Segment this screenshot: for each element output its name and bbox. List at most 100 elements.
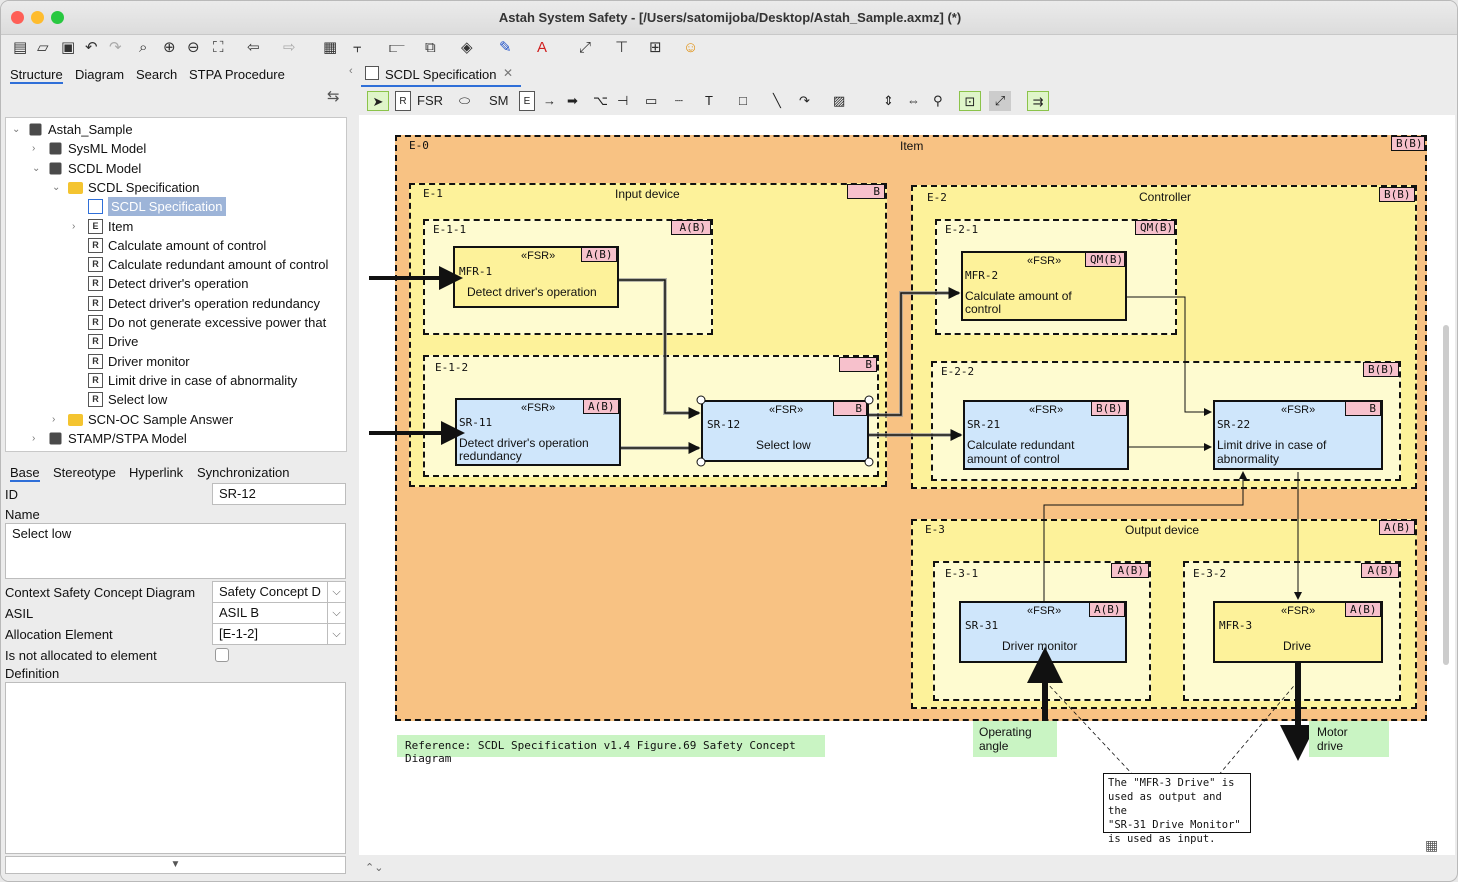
smiley-icon[interactable]: ☺ <box>683 38 698 58</box>
overview-icon[interactable]: ▦ <box>1425 837 1438 854</box>
rectangle-tool-icon[interactable]: □ <box>739 91 747 111</box>
tree-item[interactable]: ›STAMP/STPA Model <box>6 429 346 448</box>
redo-icon[interactable]: ↷ <box>109 38 122 58</box>
chevron-down-icon[interactable]: ⌄ <box>52 178 60 197</box>
tab-stpa-procedure[interactable]: STPA Procedure <box>189 67 285 82</box>
layout-icon[interactable]: ▦ <box>323 38 337 58</box>
tab-search[interactable]: Search <box>136 67 177 82</box>
tree-item[interactable]: RDetect driver's operation <box>6 274 346 293</box>
not-allocated-checkbox[interactable] <box>215 648 229 662</box>
zoom-out-icon[interactable]: ⊖ <box>187 38 200 58</box>
chevron-down-icon[interactable]: ⌵ <box>327 624 345 644</box>
tree-item[interactable]: RCalculate amount of control <box>6 236 346 255</box>
undo-icon[interactable]: ↶ <box>85 38 98 58</box>
tab-structure[interactable]: Structure <box>10 67 63 84</box>
fit-icon[interactable]: ⛶ <box>213 38 224 58</box>
font-color-icon[interactable]: A <box>537 38 547 58</box>
tree-item-label: Detect driver's operation <box>108 274 249 293</box>
motor-drive-line1: Motor <box>1317 725 1381 739</box>
merge-tool-icon[interactable]: ⊣ <box>617 91 628 111</box>
align-icon[interactable]: ⫟ <box>353 38 362 58</box>
tree-layout-icon[interactable]: ⊤ <box>615 38 628 58</box>
save-icon[interactable]: ▣ <box>61 38 75 58</box>
text-tool[interactable]: T <box>705 91 713 111</box>
chevron-right-icon[interactable]: › <box>72 217 75 236</box>
new-file-icon[interactable]: ▤ <box>13 38 27 58</box>
horizontal-space-icon[interactable]: ⇔ <box>907 91 920 111</box>
sm-tool[interactable]: SM <box>489 91 509 111</box>
tree-item[interactable]: RDriver monitor <box>6 352 346 371</box>
context-diagram-select[interactable]: Safety Concept D ⌵ <box>212 581 346 603</box>
ellipse-tool-icon[interactable]: ⬭ <box>459 91 470 111</box>
chevron-down-icon[interactable]: ⌄ <box>12 120 20 139</box>
definition-field[interactable] <box>5 682 346 854</box>
tree-item[interactable]: ⌄Astah_Sample <box>6 120 346 139</box>
line-style-icon[interactable]: ⤢ <box>579 38 591 58</box>
fill-color-icon[interactable]: ◈ <box>461 38 473 58</box>
forward-icon[interactable]: ⇨ <box>283 38 296 58</box>
arrow-tool-icon[interactable]: → <box>543 91 556 111</box>
auto-layout-icon[interactable]: ⇉ <box>1027 91 1049 111</box>
chevron-right-icon[interactable]: › <box>52 410 55 429</box>
id-field[interactable]: SR-12 <box>212 483 346 505</box>
name-field[interactable]: Select low <box>5 523 346 579</box>
close-tab-icon[interactable]: ✕ <box>503 66 513 80</box>
line-mode-icon[interactable]: ⤢ <box>989 91 1011 111</box>
chevron-right-icon[interactable]: › <box>32 429 35 448</box>
chevron-right-icon[interactable]: › <box>32 139 35 158</box>
line-color-icon[interactable]: ✎ <box>499 38 512 58</box>
tab-stereotype[interactable]: Stereotype <box>53 465 116 480</box>
tree-item[interactable]: ›EItem <box>6 217 346 236</box>
tree-item[interactable]: ⌄SCDL Specification <box>6 178 346 197</box>
tree-item[interactable]: RDo not generate excessive power that <box>6 313 346 332</box>
tree-item[interactable]: RLimit drive in case of abnormality <box>6 371 346 390</box>
allocation-select[interactable]: [E-1-2] ⌵ <box>212 623 346 645</box>
dotted-line-tool-icon[interactable]: ┈ <box>675 91 683 111</box>
tab-base[interactable]: Base <box>10 465 40 482</box>
chevron-down-icon[interactable]: ⌄ <box>32 159 40 178</box>
asil-select[interactable]: ASIL B ⌵ <box>212 602 346 624</box>
select-tool-icon[interactable]: ➤ <box>367 91 389 111</box>
scroll-down-icon[interactable]: ▼ <box>5 856 346 874</box>
tree-item[interactable]: RCalculate redundant amount of control <box>6 255 346 274</box>
note-box[interactable]: The "MFR-3 Drive" is used as output and … <box>1103 773 1251 833</box>
image-tool-icon[interactable]: ▨ <box>833 91 845 111</box>
pin-icon[interactable]: ⚲ <box>933 91 943 111</box>
branch-tool-icon[interactable]: ⌥ <box>593 91 608 111</box>
line-tool-icon[interactable]: ╲ <box>773 91 781 111</box>
tab-scdl-specification[interactable]: SCDL Specification <box>385 67 497 82</box>
tree-item[interactable]: RDrive <box>6 332 346 351</box>
tree-item[interactable]: ›SCN-OC Sample Answer <box>6 410 346 429</box>
open-file-icon[interactable]: ▱ <box>37 38 49 58</box>
tab-hyperlink[interactable]: Hyperlink <box>129 465 183 480</box>
grid-icon[interactable]: ⊞ <box>649 38 662 58</box>
diagram-canvas[interactable]: E-0 Item B(B) E-1 Input device B E-1-1 A… <box>359 115 1455 855</box>
requirement-tool[interactable]: R <box>395 91 411 111</box>
tree-item[interactable]: RDetect driver's operation redundancy <box>6 294 346 313</box>
note-tool-icon[interactable]: ▭ <box>645 91 657 111</box>
tree-item[interactable]: SCDL Specification <box>6 197 346 216</box>
arrange-icon[interactable]: ⧉ <box>425 38 436 58</box>
chevron-down-icon[interactable]: ⌵ <box>327 582 345 602</box>
back-icon[interactable]: ⇦ <box>247 38 260 58</box>
tree-item-label: Limit drive in case of abnormality <box>108 371 297 390</box>
align-left-icon[interactable]: ⫍ <box>389 38 405 58</box>
tab-synchronization[interactable]: Synchronization <box>197 465 290 480</box>
sync-icon[interactable]: ⇆ <box>327 87 340 105</box>
curve-tool-icon[interactable]: ↷ <box>799 91 810 111</box>
tab-diagram[interactable]: Diagram <box>75 67 124 82</box>
zoom-in-icon[interactable]: ⊕ <box>163 38 176 58</box>
zoom-icon[interactable]: ⌕ <box>139 38 147 58</box>
element-tool[interactable]: E <box>519 91 535 111</box>
thick-arrow-tool-icon[interactable]: ➡ <box>567 91 578 111</box>
folder-icon <box>68 182 83 194</box>
chevron-up-down-icon[interactable]: ⌃⌄ <box>365 861 383 874</box>
tree-item[interactable]: ⌄SCDL Model <box>6 159 346 178</box>
tree-item[interactable]: RSelect low <box>6 390 346 409</box>
vertical-space-icon[interactable]: ⇕ <box>883 91 894 111</box>
snap-icon[interactable]: ⊡ <box>959 91 981 111</box>
tree-item[interactable]: ›SysML Model <box>6 139 346 158</box>
fsr-tool[interactable]: FSR <box>417 91 443 111</box>
chevron-down-icon[interactable]: ⌵ <box>327 603 345 623</box>
vertical-scrollbar[interactable] <box>1443 325 1449 665</box>
